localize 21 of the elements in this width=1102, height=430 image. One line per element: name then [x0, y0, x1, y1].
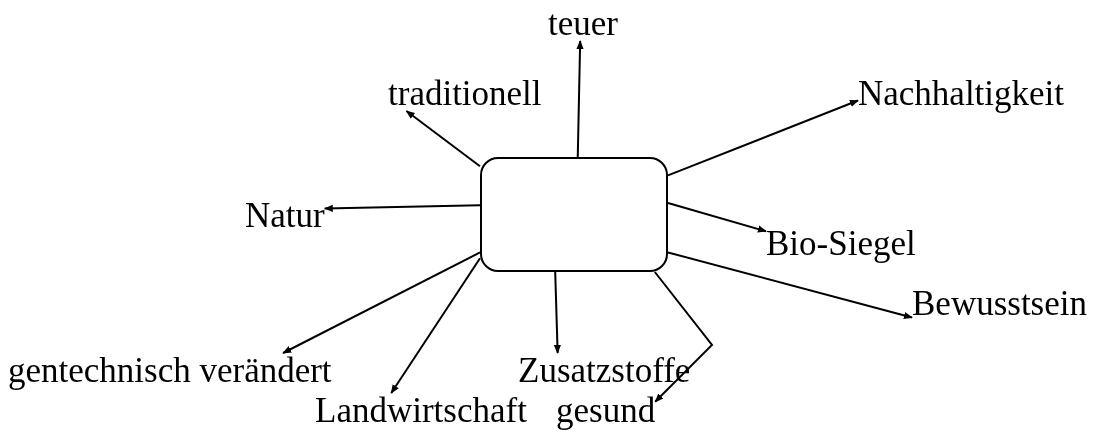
keyword: Bewusstsein [912, 286, 1087, 321]
arrow [667, 251, 913, 319]
keyword: Nachhaltigkeit [858, 76, 1065, 111]
arrow [405, 110, 481, 168]
arrow [667, 99, 859, 177]
arrow [553, 271, 561, 354]
keyword: Natur [245, 198, 325, 233]
keyword: Landwirtschaft [315, 393, 527, 428]
arrow [667, 202, 767, 233]
arrow [323, 204, 481, 212]
arrow [653, 271, 714, 403]
keyword: gentechnisch verändert [8, 353, 332, 388]
keyword: traditionell [388, 76, 542, 111]
rounded-box [480, 157, 668, 272]
keyword: Zusatzstoffe [518, 353, 691, 388]
keyword: Bio-Siegel [766, 226, 916, 261]
keyword: gesund [556, 393, 656, 428]
keyword: teuer [548, 6, 618, 41]
arrow [576, 40, 584, 158]
arrow [282, 251, 481, 354]
arrow [390, 257, 481, 394]
